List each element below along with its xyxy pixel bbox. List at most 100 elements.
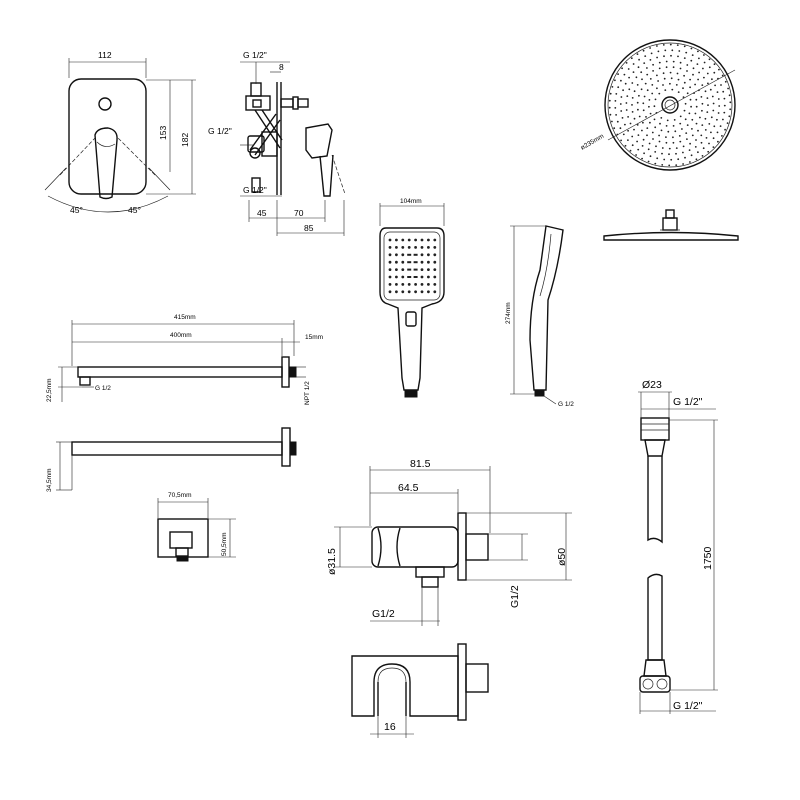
holder-width-label: 16	[384, 721, 396, 733]
hand-nozzle-dot	[420, 246, 424, 249]
nozzle-dot	[620, 139, 622, 142]
hose-lower-segment	[647, 573, 663, 661]
hand-nozzle-dot	[407, 268, 412, 271]
hand-nozzle-dot	[433, 246, 437, 249]
nozzle-dot	[702, 147, 705, 150]
nozzle-dot	[690, 59, 693, 62]
holder-body	[351, 655, 459, 717]
nozzle-dot	[657, 80, 659, 82]
nozzle-dot	[637, 108, 639, 111]
angle-right-label: 45°	[128, 205, 141, 215]
nozzle-dot	[641, 157, 643, 160]
nozzle-dot	[609, 113, 612, 116]
nozzle-dot	[621, 67, 623, 70]
nozzle-dot	[642, 121, 644, 124]
nozzle-dot	[691, 118, 694, 121]
diverter-button	[98, 97, 112, 111]
nozzle-dot	[698, 71, 700, 74]
nozzle-dot	[690, 47, 693, 50]
head-center	[661, 96, 679, 114]
nozzle-dot	[695, 98, 698, 101]
nozzle-dot	[682, 96, 685, 98]
nozzle-dot	[624, 82, 627, 85]
nozzle-dot	[698, 57, 700, 60]
hand-nozzle-dot	[407, 276, 412, 278]
swing-limit-lines	[44, 167, 171, 191]
nozzle-dot	[649, 59, 652, 61]
mixer-cover-plate	[68, 78, 147, 195]
nozzle-dot	[669, 71, 672, 74]
nozzle-dot	[695, 105, 698, 108]
nozzle-dot	[708, 58, 711, 61]
nozzle-dot	[670, 77, 673, 80]
nozzle-dot	[656, 56, 658, 59]
mixer-lever	[94, 127, 118, 200]
nozzle-dot	[646, 127, 649, 129]
hose-length-label: 1750	[702, 546, 714, 570]
arm-npt-label: NPT 1/2	[304, 381, 311, 405]
hand-nozzle-dot	[427, 290, 430, 294]
nozzle-dot	[690, 154, 693, 157]
nozzle-dot	[661, 152, 663, 155]
nozzle-dot	[677, 55, 679, 58]
nozzle-dot	[614, 79, 616, 82]
nozzle-dot	[650, 52, 653, 55]
nozzle-dot	[703, 54, 705, 56]
nozzle-dot	[688, 112, 691, 115]
nozzle-dot	[681, 128, 683, 130]
nozzle-dot	[683, 74, 685, 77]
hand-nozzle-dot	[413, 276, 418, 278]
hand-nozzle-dot	[407, 238, 411, 242]
hand-nozzle-dot	[413, 268, 418, 271]
nozzle-dot	[675, 147, 678, 150]
hand-nozzle-dot	[388, 275, 392, 279]
hand-nozzle-dot	[420, 253, 424, 257]
nozzle-dot	[652, 70, 654, 72]
nozzle-dot	[663, 77, 666, 80]
nozzle-dot	[700, 134, 703, 137]
nozzle-dot	[677, 91, 680, 93]
nozzle-dot	[728, 94, 731, 97]
nozzle-dot	[646, 134, 648, 137]
nozzle-dot	[638, 58, 640, 61]
nozzle-dot	[621, 117, 624, 119]
nozzle-dot	[721, 74, 724, 77]
wall-connector: 70,5mm 50,5mm	[157, 492, 236, 562]
nozzle-dot	[653, 118, 656, 121]
wall-holder: 16	[351, 643, 489, 738]
nozzle-dot	[633, 90, 636, 93]
nozzle-dot	[668, 164, 671, 167]
nozzle-dot	[643, 95, 646, 98]
connector-plate	[157, 518, 209, 558]
nozzle-dot	[641, 78, 643, 81]
nozzle-dot	[659, 122, 661, 125]
nozzle-dot	[674, 130, 677, 133]
mixer-width-label: 112	[98, 50, 112, 60]
nozzle-dot	[656, 157, 659, 160]
nozzle-dot	[718, 68, 720, 71]
nozzle-dot	[701, 109, 703, 112]
nozzle-dot	[654, 162, 657, 165]
nozzle-dot	[628, 76, 630, 79]
hand-nozzle-dot	[433, 283, 437, 286]
nozzle-dot	[662, 44, 665, 46]
nozzle-dot	[617, 73, 619, 75]
nozzle-dot	[646, 73, 649, 76]
nozzle-dot	[651, 131, 654, 134]
nozzle-dot	[713, 71, 716, 74]
hand-nozzle-dot	[401, 268, 405, 271]
nozzle-dot	[708, 142, 710, 145]
nozzle-dot	[708, 66, 711, 69]
hand-nozzle-dot	[407, 246, 411, 249]
nozzle-dot	[727, 87, 729, 90]
nozzle-dot	[711, 95, 714, 98]
hand-shower-side-view: 274mm G 1/2	[505, 225, 574, 408]
nozzle-dot	[654, 151, 657, 153]
nozzle-dot	[609, 92, 612, 95]
shower-hose: Ø23 G 1/2" 1750 G 1/2"	[638, 379, 718, 714]
hand-nozzle-dot	[420, 275, 424, 279]
hand-nozzle-dot	[414, 290, 417, 294]
nozzle-dot	[654, 126, 657, 129]
nozzle-dot	[694, 83, 696, 86]
nozzle-dot	[711, 78, 713, 81]
